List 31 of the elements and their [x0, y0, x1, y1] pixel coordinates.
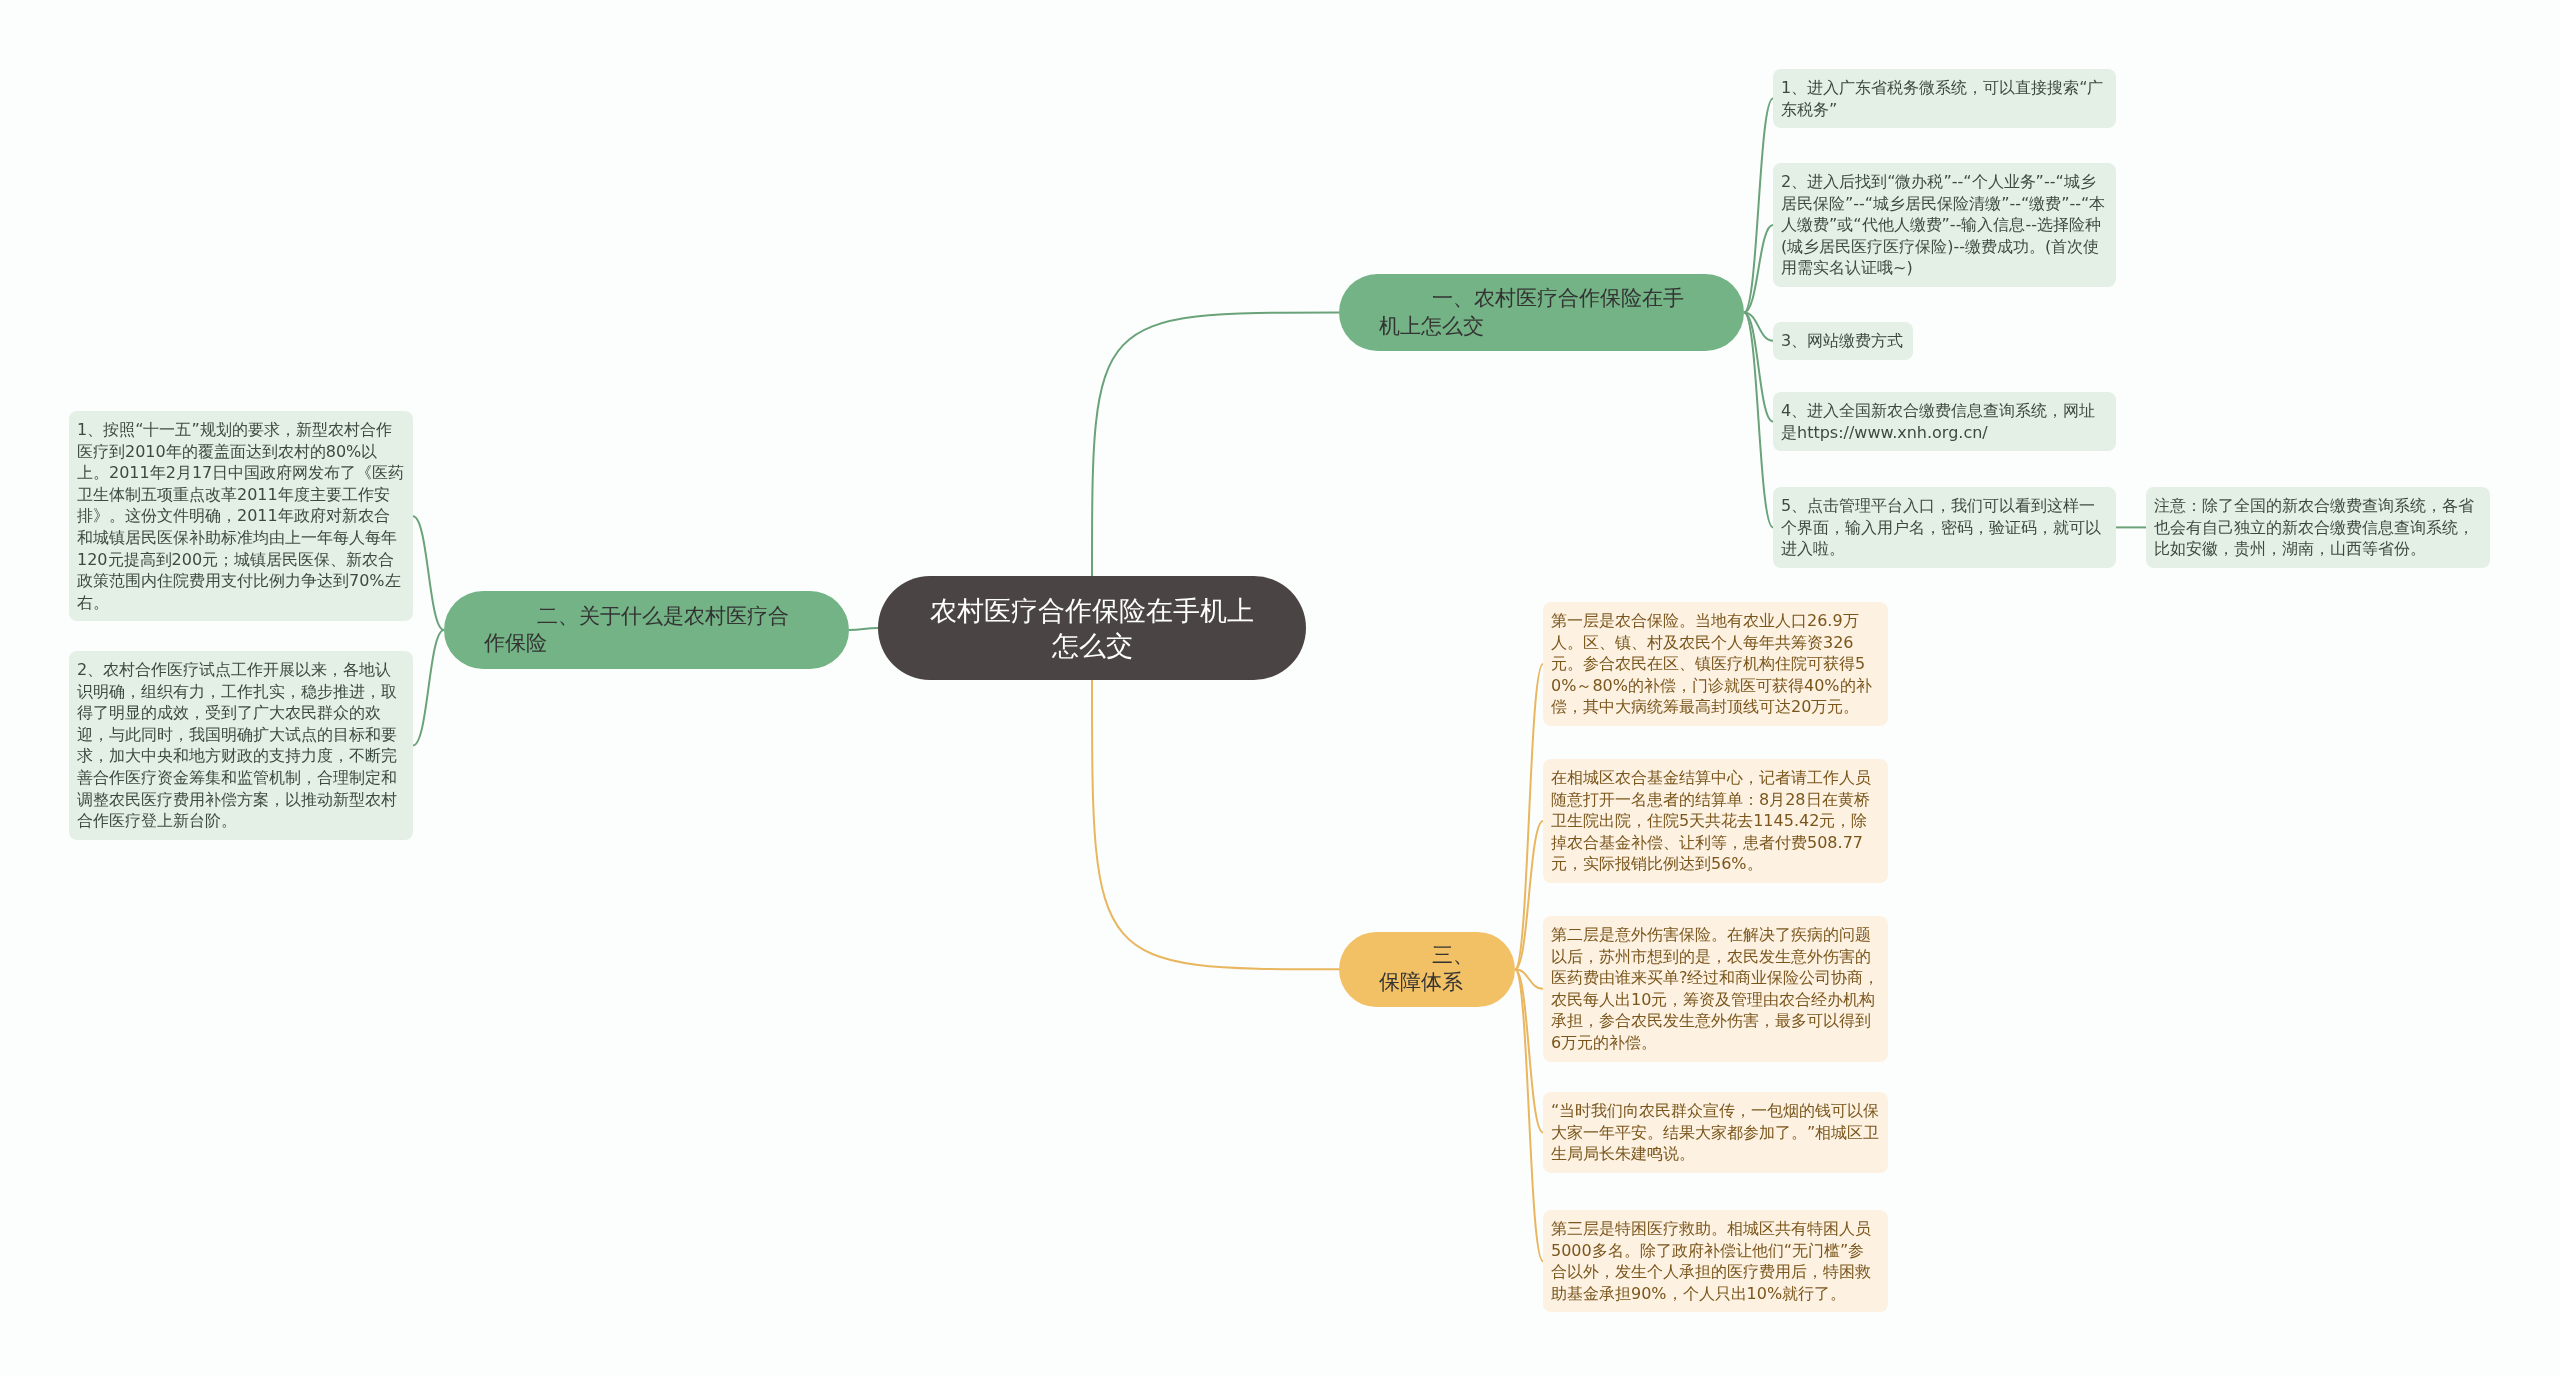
connector-line: [1743, 224, 1774, 314]
connector-line: [1514, 968, 1544, 1134]
connector-line: [412, 515, 445, 631]
connector-line: [848, 627, 879, 631]
connector-line: [2115, 526, 2147, 529]
central-topic: 农村医疗合作保险在手机上怎么交: [878, 576, 1306, 680]
note-card: 3、网站缴费方式: [1773, 322, 1913, 360]
connector-line: [1514, 968, 1544, 990]
connector-line: [1743, 97, 1774, 314]
note-card: 注意：除了全国的新农合缴费查询系统，各省也会有自己独立的新农合缴费信息查询系统，比如安徽，贵州，湖南，山西等省份。: [2146, 487, 2490, 568]
note-card: 4、进入全国新农合缴费信息查询系统，网址是https://www.xnh.org.cn/: [1773, 392, 2116, 452]
note-card: 第三层是特困医疗救助。相城区共有特困人员5000多名。除了政府补偿让他们“无门槛”参合以外，发生个人承担的医疗费用后，特困救助基金承担90%，个人只出10%就行了。: [1543, 1210, 1888, 1313]
note-card: 第一层是农合保险。当地有农业人口26.9万人。区、镇、村及农民个人每年共筹资326元。参合农民在区、镇医疗机构住院可获得50%～80%的补偿，门诊就医可获得40%的补偿，其中大病统筹最高封顶线可达20万元。: [1543, 602, 1888, 726]
connector-line: [1514, 968, 1544, 1263]
connector-line: [1091, 311, 1340, 577]
note-card: 第二层是意外伤害保险。在解决了疾病的问题以后，苏州市想到的是，农民发生意外伤害的医药费由谁来买单?经过和商业保险公司协商，农民每人出10元，筹资及管理由农合经办机构承担，参合农民发生意外伤害，最多可以得到6万元的补偿。: [1543, 916, 1888, 1062]
note-card: 5、点击管理平台入口，我们可以看到这样一个界面，输入用户名，密码，验证码，就可以进入啦。: [1773, 487, 2116, 568]
note-card: 在相城区农合基金结算中心，记者请工作人员随意打开一名患者的结算单：8月28日在黄桥卫生院出院，住院5天共花去1145.42元，除掉农合基金补偿、让利等，患者付费508.77元，实际报销比例达到56%。: [1543, 759, 1888, 883]
connector-line: [412, 629, 445, 747]
connector-line: [1743, 311, 1774, 529]
note-card: “当时我们向农民群众宣传，一包烟的钱可以保大家一年平安。结果大家都参加了。”相城区卫生局局长朱建鸣说。: [1543, 1092, 1888, 1173]
connector-line: [1514, 820, 1544, 971]
connector-line: [1743, 311, 1774, 423]
note-card: 1、进入广东省税务微系统，可以直接搜索“广东税务”: [1773, 69, 2116, 129]
note-card: 2、进入后找到“微办税”--“个人业务”--“城乡居民保险”--“城乡居民保险清缴”--“缴费”--“本人缴费”或“代他人缴费”--输入信息--选择险种(城乡居民医疗医疗保险)--缴费成功。(首次使用需实名认证哦~): [1773, 163, 2116, 287]
connector-line: [1091, 679, 1340, 971]
branch-topic: 一、农村医疗合作保险在手机上怎么交: [1339, 274, 1744, 351]
note-card: 1、按照“十一五”规划的要求，新型农村合作医疗到2010年的覆盖面达到农村的80%以上。2011年2月17日中国政府网发布了《医药卫生体制五项重点改革2011年度主要工作安排》。这份文件明确，2011年政府对新农合和城镇居民医保补助标准均由上一年每人每年120元提高到200元；城镇居民医保、新农合政策范围内住院费用支付比例力争达到70%左右。: [69, 411, 413, 622]
branch-topic: 二、关于什么是农村医疗合作保险: [444, 591, 849, 669]
branch-topic: 三、保障体系: [1339, 932, 1515, 1007]
note-card: 2、农村合作医疗试点工作开展以来，各地认识明确，组织有力，工作扎实，稳步推进，取得了明显的成效，受到了广大农民群众的欢迎，与此同时，我国明确扩大试点的目标和要求，加大中央和地方财政的支持力度，不断完善合作医疗资金筹集和监管机制，合理制定和调整农民医疗费用补偿方案，以推动新型农村合作医疗登上新台阶。: [69, 651, 413, 840]
